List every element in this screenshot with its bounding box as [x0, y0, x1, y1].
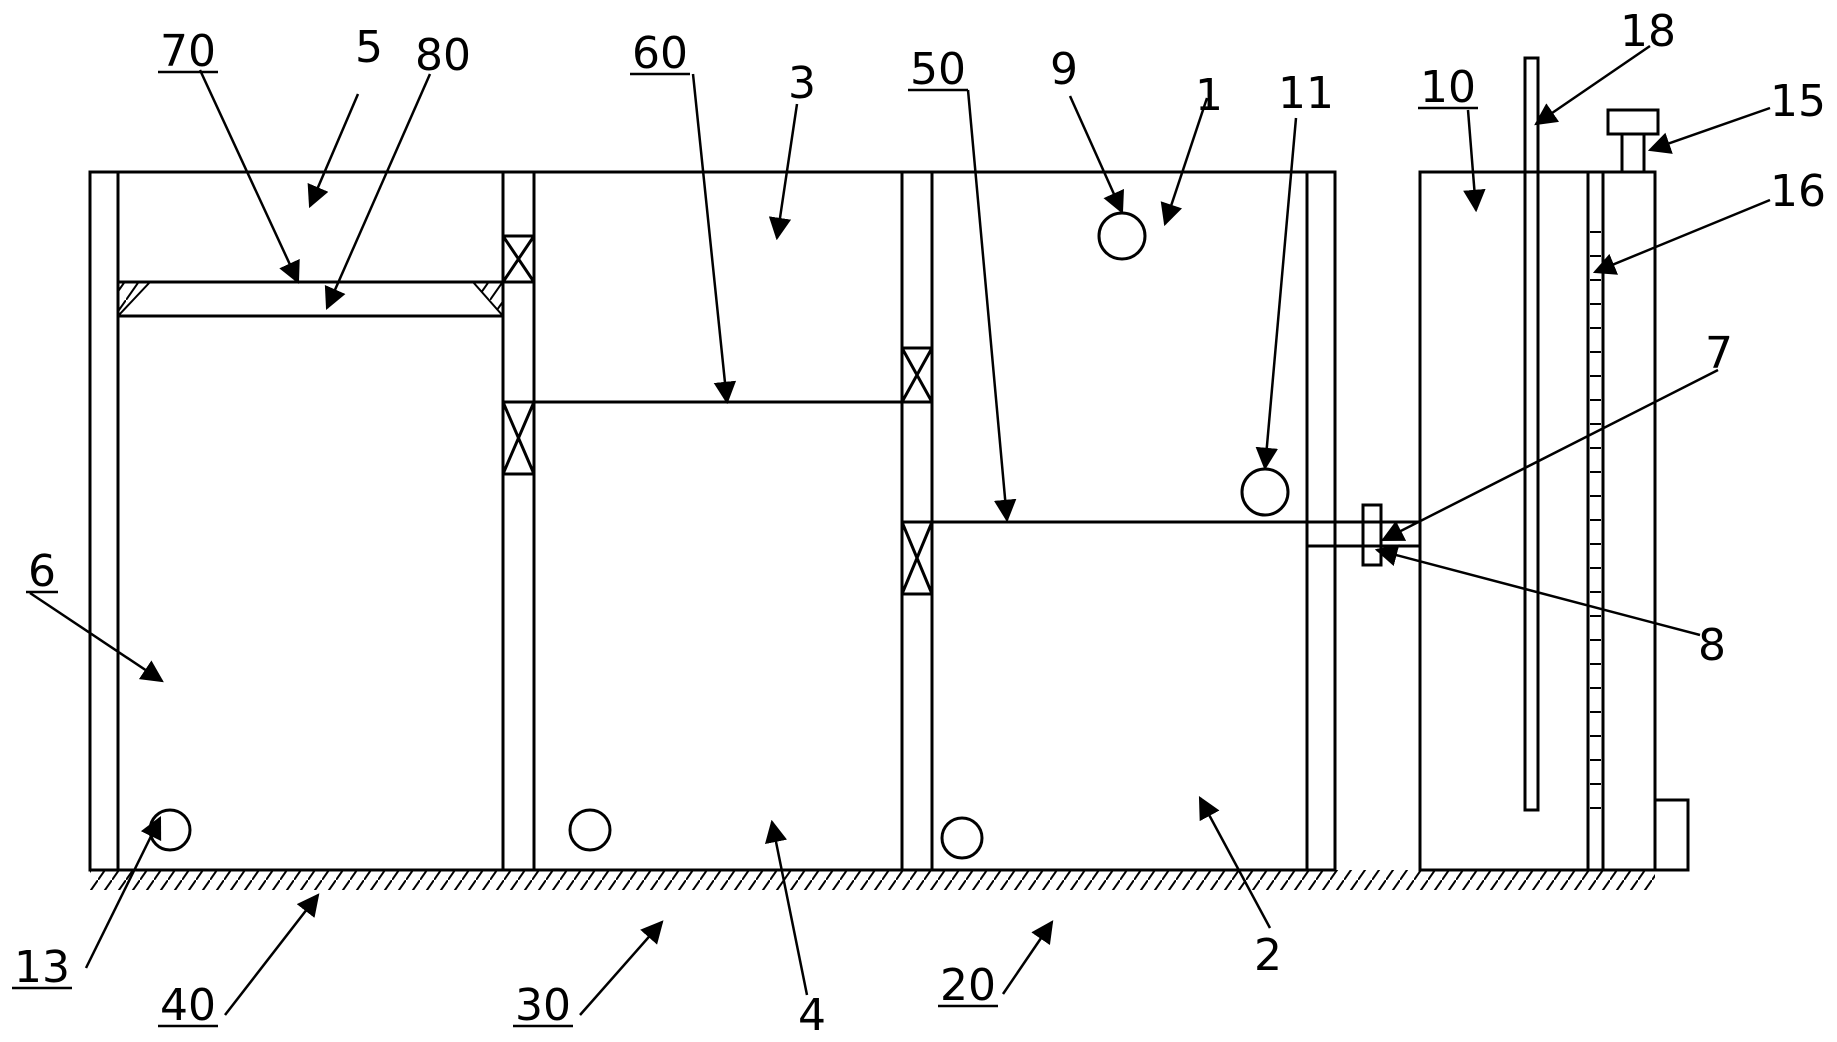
leader-line-20: [1001, 920, 1054, 995]
callout-label-20: 20: [940, 960, 996, 1011]
port-13-circle: [148, 808, 192, 852]
callout-label-1: 1: [1195, 70, 1223, 121]
callout-label-18: 18: [1620, 6, 1676, 57]
callout-label-6: 6: [28, 546, 56, 597]
leader-line-4: [764, 819, 809, 996]
outlet-box: [1655, 798, 1690, 872]
leader-line-5: [307, 93, 360, 209]
knob-15-cap: [1606, 108, 1660, 136]
leader-line-10: [1463, 109, 1486, 213]
pipe-valve-8: [1361, 503, 1383, 567]
callout-label-40: 40: [160, 980, 216, 1031]
leader-line-9: [1068, 95, 1124, 215]
measuring-rod-18: [1523, 56, 1540, 812]
leader-line-80: [324, 73, 432, 311]
leader-line-6: [29, 591, 164, 683]
filter-hatch-right: [470, 281, 504, 319]
callout-label-10: 10: [1420, 62, 1476, 113]
leader-line-70: [198, 69, 300, 285]
callout-label-70: 70: [160, 26, 216, 77]
valve-3: [900, 346, 934, 404]
callout-label-2: 2: [1254, 930, 1282, 981]
leader-line-40: [224, 893, 320, 1016]
leader-line-8: [1374, 544, 1701, 637]
leader-line-16: [1592, 198, 1771, 275]
callout-label-13: 13: [14, 942, 70, 993]
callout-label-30: 30: [515, 980, 571, 1031]
callout-label-5: 5: [355, 22, 383, 73]
callout-label-15: 15: [1770, 76, 1826, 127]
scale-ticks-16: [1590, 231, 1601, 809]
leader-line-30: [579, 920, 664, 1016]
callout-label-4: 4: [798, 990, 826, 1037]
port-b-circle: [940, 816, 984, 860]
valve-1: [501, 234, 536, 284]
leader-line-13: [84, 815, 162, 969]
valve-4: [900, 520, 934, 596]
ground-hatching: [90, 870, 1655, 890]
filter-hatch-left: [117, 281, 153, 319]
port-a-circle: [568, 808, 612, 852]
leader-line-7: [1380, 368, 1719, 542]
leader-line-50: [966, 89, 1017, 523]
callout-label-9: 9: [1050, 44, 1078, 95]
callout-label-11: 11: [1278, 68, 1334, 119]
port-9-circle: [1097, 211, 1147, 261]
leader-line-15: [1647, 106, 1771, 154]
leader-line-1: [1160, 97, 1209, 227]
callout-label-8: 8: [1698, 620, 1726, 671]
callout-label-16: 16: [1770, 166, 1826, 217]
callout-label-3: 3: [788, 58, 816, 109]
port-11-circle: [1240, 467, 1290, 517]
callout-label-60: 60: [632, 28, 688, 79]
callout-label-50: 50: [910, 44, 966, 95]
leader-line-11: [1255, 117, 1298, 471]
knob-15-stem: [1620, 132, 1646, 174]
callout-label-7: 7: [1705, 328, 1733, 379]
valve-2: [501, 400, 536, 476]
leader-line-3: [768, 103, 799, 241]
leader-line-2: [1198, 796, 1272, 929]
callout-label-80: 80: [415, 30, 471, 81]
leader-line-18: [1534, 44, 1651, 126]
leader-line-60: [691, 73, 737, 405]
